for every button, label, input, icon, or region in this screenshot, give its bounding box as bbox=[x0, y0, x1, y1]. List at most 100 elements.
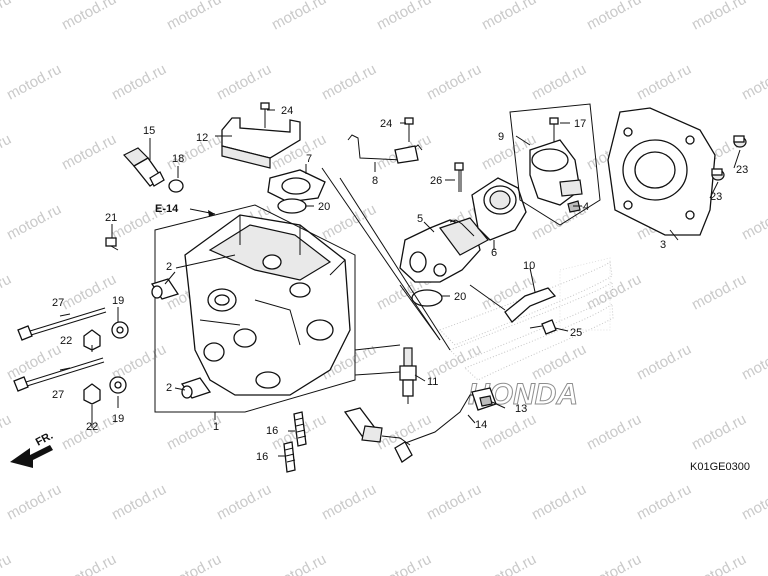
callout-9: 9 bbox=[498, 131, 504, 143]
callout-7: 7 bbox=[306, 153, 312, 165]
watermark-text: motod.ru bbox=[319, 61, 379, 104]
o-ring-20-upper bbox=[277, 198, 307, 214]
stud-bolt-27-upper bbox=[17, 307, 107, 341]
callout-22: 22 bbox=[60, 335, 72, 347]
callout-19: 19 bbox=[112, 295, 124, 307]
callout-10: 10 bbox=[523, 260, 535, 272]
callout-17: 17 bbox=[574, 118, 586, 130]
callout-24: 24 bbox=[281, 105, 293, 117]
watermark-text: motod.ru bbox=[0, 131, 14, 174]
watermark-text: motod.ru bbox=[214, 61, 274, 104]
bolt-21 bbox=[105, 237, 119, 251]
connector-13 bbox=[471, 387, 497, 411]
washer-19-lower-hole bbox=[114, 381, 122, 389]
watermark-text: motod.ru bbox=[59, 551, 119, 576]
callout-25: 25 bbox=[570, 327, 582, 339]
watermark-text: motod.ru bbox=[424, 61, 484, 104]
watermark-text: motod.ru bbox=[4, 201, 64, 244]
callout-27: 27 bbox=[52, 389, 64, 401]
bolt-24-top bbox=[260, 102, 270, 128]
watermark-text: motod.ru bbox=[4, 481, 64, 524]
callout-26: 26 bbox=[430, 175, 442, 187]
stud-bolt-27-lower bbox=[13, 357, 105, 392]
watermark-text: motod.ru bbox=[689, 271, 749, 314]
callout-22: 22 bbox=[86, 421, 98, 433]
section-reference: E-14 bbox=[155, 203, 179, 215]
watermark-text: motod.ru bbox=[59, 131, 119, 174]
watermark-text: motod.ru bbox=[529, 201, 589, 244]
callout-2: 2 bbox=[166, 261, 172, 273]
callout-21: 21 bbox=[105, 212, 117, 224]
watermark-text: motod.ru bbox=[164, 0, 224, 34]
watermark-text: motod.ru bbox=[269, 551, 329, 576]
clamp-band-9 bbox=[529, 139, 583, 206]
watermark-text: motod.ru bbox=[584, 271, 644, 314]
callout-20: 20 bbox=[318, 201, 330, 213]
watermark-text: motod.ru bbox=[739, 201, 768, 244]
callout-14: 14 bbox=[475, 419, 487, 431]
watermark-text: motod.ru bbox=[739, 61, 768, 104]
callout-18: 18 bbox=[172, 153, 184, 165]
callout-8: 8 bbox=[372, 175, 378, 187]
watermark-text: motod.ru bbox=[479, 271, 539, 314]
callout-15: 15 bbox=[143, 125, 155, 137]
callout-11: 11 bbox=[427, 376, 438, 388]
watermark-text: motod.ru bbox=[634, 341, 694, 384]
spark-plug-11 bbox=[399, 347, 417, 404]
callout-20: 20 bbox=[454, 291, 466, 303]
stud-16-upper bbox=[293, 411, 307, 447]
cover-plate-3 bbox=[607, 107, 716, 236]
watermark-text: motod.ru bbox=[584, 0, 644, 34]
watermark-text: motod.ru bbox=[0, 551, 14, 576]
head-assembly-frame bbox=[154, 204, 356, 413]
o2-sensor-14 bbox=[343, 394, 478, 463]
diagram-code: K01GE0300 bbox=[690, 461, 750, 473]
intake-joint-6 bbox=[471, 177, 527, 241]
intake-pipe-5 bbox=[399, 217, 489, 283]
watermark-text: motod.ru bbox=[164, 551, 224, 576]
watermark-text: motod.ru bbox=[634, 61, 694, 104]
callout-12: 12 bbox=[196, 132, 208, 144]
nut-22-lower bbox=[83, 383, 101, 405]
watermark-text: motod.ru bbox=[689, 551, 749, 576]
callout-5: 5 bbox=[417, 213, 423, 225]
bolt-24-right bbox=[404, 117, 414, 142]
bracket-10 bbox=[504, 287, 557, 323]
watermark-text: motod.ru bbox=[59, 0, 119, 34]
watermark-text: motod.ru bbox=[634, 481, 694, 524]
dowel-pin-2-upper bbox=[150, 278, 180, 300]
watermark-text: motod.ru bbox=[374, 551, 434, 576]
watermark-text: motod.ru bbox=[584, 411, 644, 454]
watermark-text: motod.ru bbox=[479, 551, 539, 576]
bolt-25 bbox=[529, 319, 557, 335]
leader-lines bbox=[59, 109, 741, 457]
callout-27: 27 bbox=[52, 297, 64, 309]
breather-pipe-8 bbox=[347, 134, 423, 161]
callout-23: 23 bbox=[736, 164, 748, 176]
callout-23: 23 bbox=[710, 191, 722, 203]
callout-2: 2 bbox=[166, 382, 172, 394]
cylinder-head bbox=[184, 214, 351, 396]
watermark-text: motod.ru bbox=[214, 481, 274, 524]
nut-22-upper bbox=[83, 329, 101, 351]
collar-23-upper bbox=[733, 135, 747, 148]
bolt-26 bbox=[454, 162, 464, 192]
washer-19-upper-hole bbox=[116, 326, 124, 334]
watermark-text: motod.ru bbox=[374, 0, 434, 34]
watermark-text: motod.ru bbox=[424, 481, 484, 524]
callout-6: 6 bbox=[491, 247, 497, 259]
callout-1: 1 bbox=[213, 421, 219, 433]
watermark-text: motod.ru bbox=[689, 0, 749, 34]
insulator-gasket-7 bbox=[267, 169, 326, 203]
watermark-text: motod.ru bbox=[529, 481, 589, 524]
callout-labels: 1 2 2 3 4 5 6 7 8 9 10 11 12 13 14 15 16… bbox=[52, 105, 748, 463]
watermark-text: motod.ru bbox=[269, 0, 329, 34]
watermark-text: motod.ru bbox=[479, 411, 539, 454]
dowel-pin-2-lower bbox=[180, 377, 212, 399]
watermark-text: motod.ru bbox=[0, 411, 14, 454]
section-reference-arrowhead bbox=[208, 210, 215, 217]
callout-24: 24 bbox=[380, 118, 392, 130]
